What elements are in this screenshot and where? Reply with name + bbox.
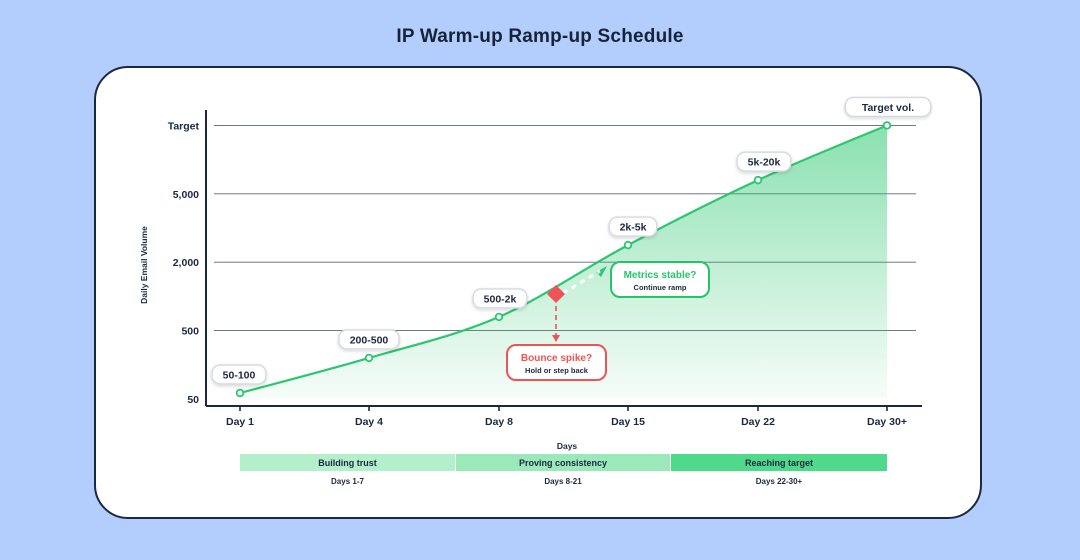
phase-label: Reaching target <box>745 458 813 468</box>
chart-title: IP Warm-up Ramp-up Schedule <box>396 26 684 47</box>
data-point <box>494 312 504 322</box>
phase-label: Proving consistency <box>519 458 607 468</box>
bounce-title: Bounce spike? <box>521 353 592 364</box>
data-label: 5k-20k <box>748 157 781 169</box>
stable-title: Metrics stable? <box>624 270 697 281</box>
data-label-box <box>844 96 932 118</box>
data-label: 200-500 <box>350 334 389 346</box>
bounce-diamond <box>547 285 565 303</box>
data-label-box <box>472 288 528 309</box>
phase-band <box>240 454 455 471</box>
phase-range: Days 8-21 <box>544 477 582 486</box>
phase-band <box>671 454 887 471</box>
ramp-line <box>239 124 888 395</box>
bounce-callout <box>506 344 607 381</box>
data-label-box <box>736 151 792 172</box>
dash-overlay <box>562 269 601 295</box>
y-tick-label: 2,000 <box>173 257 199 269</box>
bounce-arrow-head <box>552 335 560 342</box>
data-label: 50-100 <box>223 370 256 382</box>
data-point <box>364 353 374 363</box>
data-label: Target vol. <box>862 102 914 114</box>
y-tick-label: 50 <box>187 394 199 406</box>
ramp-arrow-head <box>596 266 607 277</box>
stable-callout <box>610 261 710 298</box>
area-fill <box>240 125 887 399</box>
data-label-box <box>211 364 267 385</box>
bounce-subtitle: Hold or step back <box>525 366 589 375</box>
phase-label: Building trust <box>318 458 377 468</box>
y-axis-label: Daily Email Volume <box>139 226 149 304</box>
data-point <box>882 121 892 130</box>
y-tick-label: Target <box>168 120 200 132</box>
phase-band <box>456 454 670 471</box>
x-tick-label: Day 30+ <box>867 416 907 428</box>
y-tick-label: 500 <box>181 326 199 338</box>
x-tick-label: Day 8 <box>485 416 513 428</box>
data-label-box <box>338 329 400 350</box>
x-tick-label: Day 15 <box>611 416 645 428</box>
x-tick-label: Day 22 <box>741 416 775 428</box>
x-axis-label: Days <box>557 441 578 451</box>
x-tick-label: Day 4 <box>355 416 383 428</box>
y-tick-label: 5,000 <box>173 189 199 201</box>
data-point <box>623 240 633 250</box>
data-label: 500-2k <box>484 293 517 305</box>
data-point <box>235 388 245 398</box>
phase-range: Days 22-30+ <box>756 477 803 486</box>
stable-subtitle: Continue ramp <box>634 283 687 292</box>
phase-range: Days 1-7 <box>331 477 364 486</box>
x-tick-label: Day 1 <box>226 416 254 428</box>
data-point <box>753 175 763 185</box>
data-label-box <box>608 216 658 237</box>
data-label: 2k-5k <box>620 222 647 234</box>
